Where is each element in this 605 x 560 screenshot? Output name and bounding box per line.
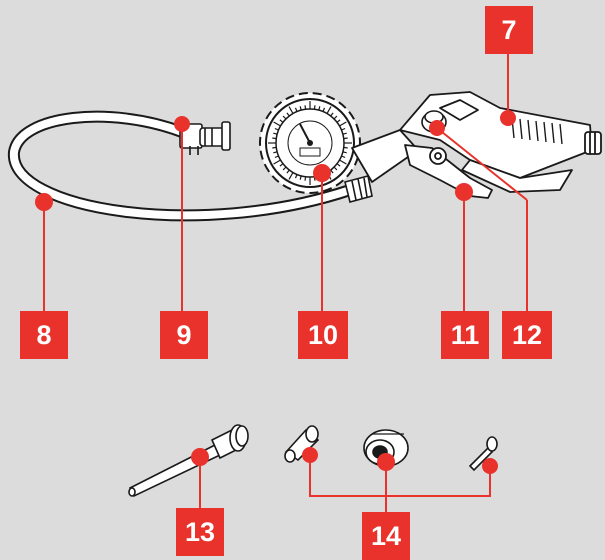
gauge-tick xyxy=(288,172,294,180)
gauge-tick xyxy=(294,107,298,112)
trigger-lever xyxy=(404,144,493,199)
gauge-tick xyxy=(273,159,281,165)
callout-14: 14 xyxy=(362,512,410,560)
gauge-tick xyxy=(274,155,279,159)
gauge-tick xyxy=(336,163,341,167)
gauge-tick xyxy=(286,112,290,117)
gauge-tick xyxy=(282,115,287,120)
gauge-tick xyxy=(294,174,298,179)
gauge-tick xyxy=(282,166,287,171)
gauge-tick xyxy=(343,146,348,149)
gauge-tick xyxy=(333,166,338,171)
gun-body xyxy=(351,91,602,193)
needle-accessory xyxy=(468,436,498,472)
callout-12: 12 xyxy=(502,311,552,359)
gauge-tick xyxy=(336,119,341,123)
gauge-tick xyxy=(304,176,307,181)
callout-dots xyxy=(35,110,516,474)
gauge-tick xyxy=(342,151,347,154)
gauge-tick xyxy=(326,106,332,114)
gauge-tick xyxy=(272,146,277,149)
gauge-tick xyxy=(299,106,302,111)
leader-lines xyxy=(43,50,528,514)
gauge-tick xyxy=(342,132,347,135)
gauge-tick xyxy=(339,159,347,165)
callout-9: 9 xyxy=(160,311,208,359)
gauge-tick xyxy=(272,137,277,140)
pressure-gauge xyxy=(259,92,361,194)
callout-11: 11 xyxy=(441,311,489,359)
gauge-tick xyxy=(341,127,346,131)
gauge-tick xyxy=(304,105,307,110)
gauge-tick xyxy=(279,163,284,167)
gauge-tick xyxy=(288,106,294,114)
gauge-tick xyxy=(299,175,302,180)
hose-ferrule xyxy=(344,175,373,203)
hose xyxy=(7,110,356,222)
gauge-tick xyxy=(322,107,326,112)
gauge-tick xyxy=(318,106,321,111)
gauge-tick xyxy=(274,127,279,131)
callout-13: 13 xyxy=(176,508,224,556)
callout-8: 8 xyxy=(20,311,68,359)
gauge-tick xyxy=(330,169,334,174)
gauge-tick xyxy=(273,121,281,127)
gauge-tick xyxy=(333,115,338,120)
callout-7: 7 xyxy=(485,6,533,54)
gauge-tick xyxy=(330,112,334,117)
gauge-tick xyxy=(286,169,290,174)
gauge-tick xyxy=(341,155,346,159)
gauge-tick xyxy=(343,137,348,140)
gauge-tick xyxy=(273,132,278,135)
gauge-tick xyxy=(273,151,278,154)
gauge-tick xyxy=(279,119,284,123)
long-nozzle-accessory xyxy=(128,424,249,498)
gauge-tick xyxy=(313,105,316,110)
tapered-adapter-accessory xyxy=(284,425,320,463)
gauge-tick xyxy=(339,121,347,127)
callout-10: 10 xyxy=(298,311,348,359)
